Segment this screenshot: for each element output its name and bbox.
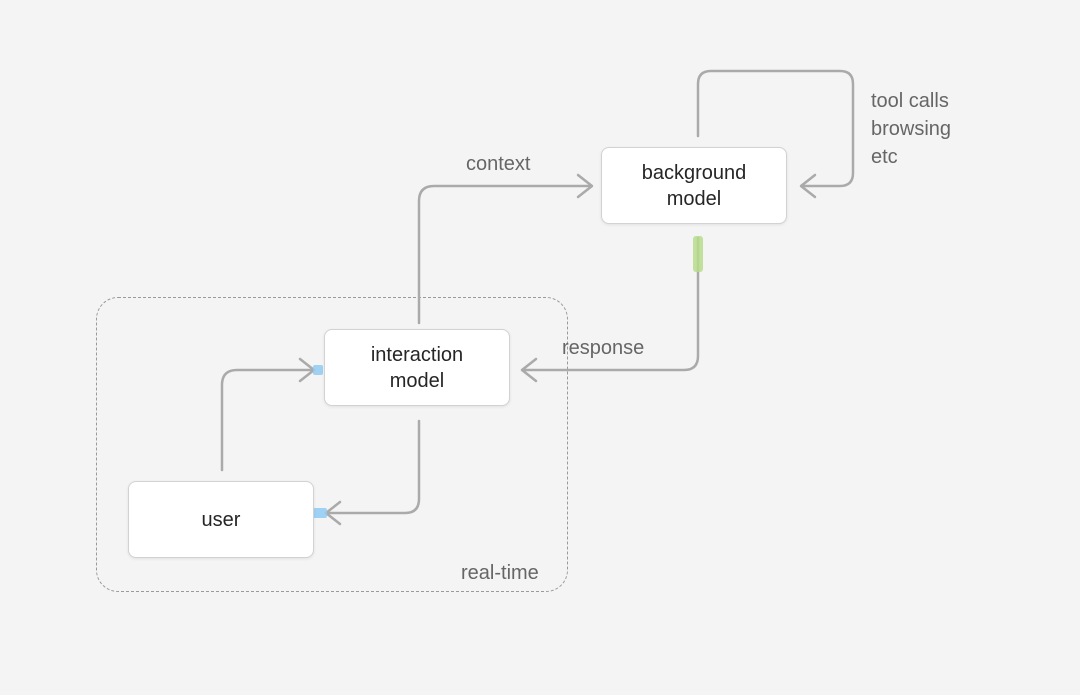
tool-calls-label: tool calls xyxy=(871,90,949,112)
user-node[interactable]: user xyxy=(128,481,314,558)
edge-interaction-to-user xyxy=(326,419,421,515)
arrowhead-context xyxy=(576,173,594,199)
real-time-label: real-time xyxy=(461,562,539,584)
port-response xyxy=(693,236,703,272)
background-model-label: background model xyxy=(641,161,747,210)
arrowhead-tool-calls xyxy=(799,173,817,199)
interaction-model-node[interactable]: interaction model xyxy=(324,329,510,406)
edge-tool-calls-loop xyxy=(696,69,855,188)
edge-user-to-interaction xyxy=(220,368,314,472)
interaction-model-label: interaction model xyxy=(370,343,464,392)
user-label: user xyxy=(201,508,241,531)
etc-label: etc xyxy=(871,146,898,168)
background-model-node[interactable]: background model xyxy=(601,147,787,224)
real-time-group xyxy=(96,297,568,592)
arrowhead-response xyxy=(520,357,538,383)
port-user-to-interaction xyxy=(313,365,323,375)
port-interaction-to-user xyxy=(313,508,327,518)
edge-response xyxy=(522,236,700,372)
edge-context xyxy=(417,184,592,325)
response-label: response xyxy=(562,337,645,359)
browsing-label: browsing xyxy=(871,118,952,140)
context-label: context xyxy=(466,153,531,175)
